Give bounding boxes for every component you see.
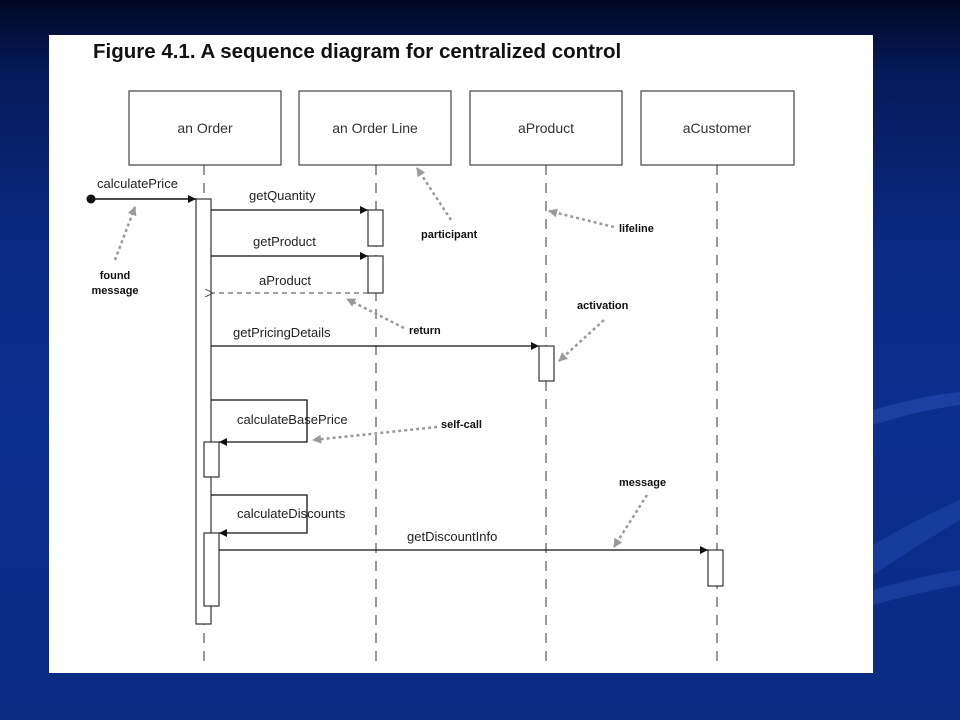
activation-bar-self-call-1 [203,441,220,478]
annotation-label: found [100,270,131,282]
message-label: calculatePrice [97,176,178,191]
message-label: getProduct [253,234,316,249]
message-label: getPricingDetails [233,325,331,340]
activation-bar-self-call-2 [203,532,220,607]
message-calculate-base-price: calculateBasePrice [211,399,348,446]
annotation-return: return [346,297,441,337]
message-get-pricing-details: getPricingDetails [211,325,539,350]
figure-title: Figure 4.1. A sequence diagram for centr… [93,40,622,63]
annotation-label: message [619,477,666,489]
message-get-product: getProduct [211,234,368,260]
figure-card: Figure 4.1. A sequence diagram for centr… [49,35,873,673]
message-label: getQuantity [249,188,316,203]
annotation-label: message [91,285,138,297]
annotation-found-message: found message [91,206,139,297]
annotation-label: self-call [441,419,482,431]
annotation-participant: participant [415,167,478,241]
annotation-label: return [409,325,441,337]
annotation-message: message [612,477,666,548]
participant-label: an Order [177,120,233,136]
activation-bar-order-line-1 [367,209,384,247]
annotation-label: lifeline [619,223,654,235]
sequence-diagram: an Order an Order Line aProduct aCustome… [86,90,795,663]
message-label: aProduct [259,273,311,288]
message-get-quantity: getQuantity [211,188,368,214]
participant-label: aProduct [518,120,574,136]
message-calculate-price: calculatePrice [86,176,196,204]
participant-an-order: an Order [128,90,282,166]
participant-label: aCustomer [683,120,752,136]
annotation-self-call: self-call [312,419,482,444]
message-get-discount-info: getDiscountInfo [219,529,708,554]
annotation-lifeline: lifeline [548,208,654,235]
message-label: calculateDiscounts [237,506,346,521]
message-label: calculateBasePrice [237,412,348,427]
message-label: getDiscountInfo [407,529,497,544]
activation-bar-order-line-2 [367,255,384,294]
participant-an-order-line: an Order Line [298,90,452,166]
annotation-label: activation [577,300,629,312]
activation-bar-a-customer [707,549,724,587]
annotation-label: participant [421,229,478,241]
participant-a-customer: aCustomer [640,90,795,166]
message-return-a-product: aProduct [213,273,368,293]
message-calculate-discounts: calculateDiscounts [211,494,346,537]
annotation-activation: activation [558,300,629,362]
participant-label: an Order Line [332,120,418,136]
activation-bar-a-product [538,345,555,382]
activation-bar-an-order [195,198,212,625]
participant-a-product: aProduct [469,90,623,166]
